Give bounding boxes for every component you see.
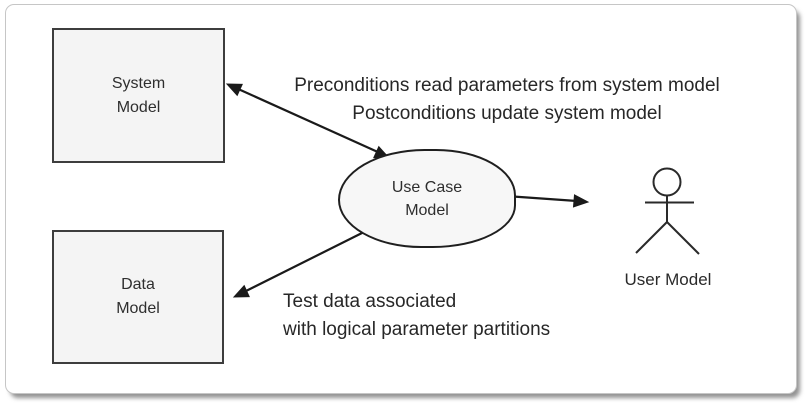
data-arrow-annotation-line1: Test data associated xyxy=(283,291,457,312)
use-case-model-label-line1: Use Case xyxy=(391,178,463,196)
system-arrow-annotation-line1: Preconditions read parameters from syste… xyxy=(294,75,720,96)
data-model-label-line2: Model xyxy=(116,300,160,317)
system-model-label-line2: Model xyxy=(116,98,161,116)
use-case-model-ellipse: Use Case Model xyxy=(338,149,516,248)
data-arrow-annotation-line2: with logical parameter partitions xyxy=(283,319,551,340)
system-arrow-annotation-line2: Postconditions update system model xyxy=(352,103,662,124)
system-arrow-annotation: Preconditions read parameters from syste… xyxy=(257,72,757,128)
system-model-box: System Model xyxy=(52,28,225,163)
system-model-label-line1: System xyxy=(111,74,166,92)
user-model-label: User Model xyxy=(624,270,712,289)
data-model-label-line1: Data xyxy=(121,276,155,293)
data-model-box: Data Model xyxy=(52,230,224,364)
use-case-model-label-line2: Model xyxy=(405,201,449,219)
data-arrow-annotation: Test data associated with logical parame… xyxy=(283,288,550,344)
